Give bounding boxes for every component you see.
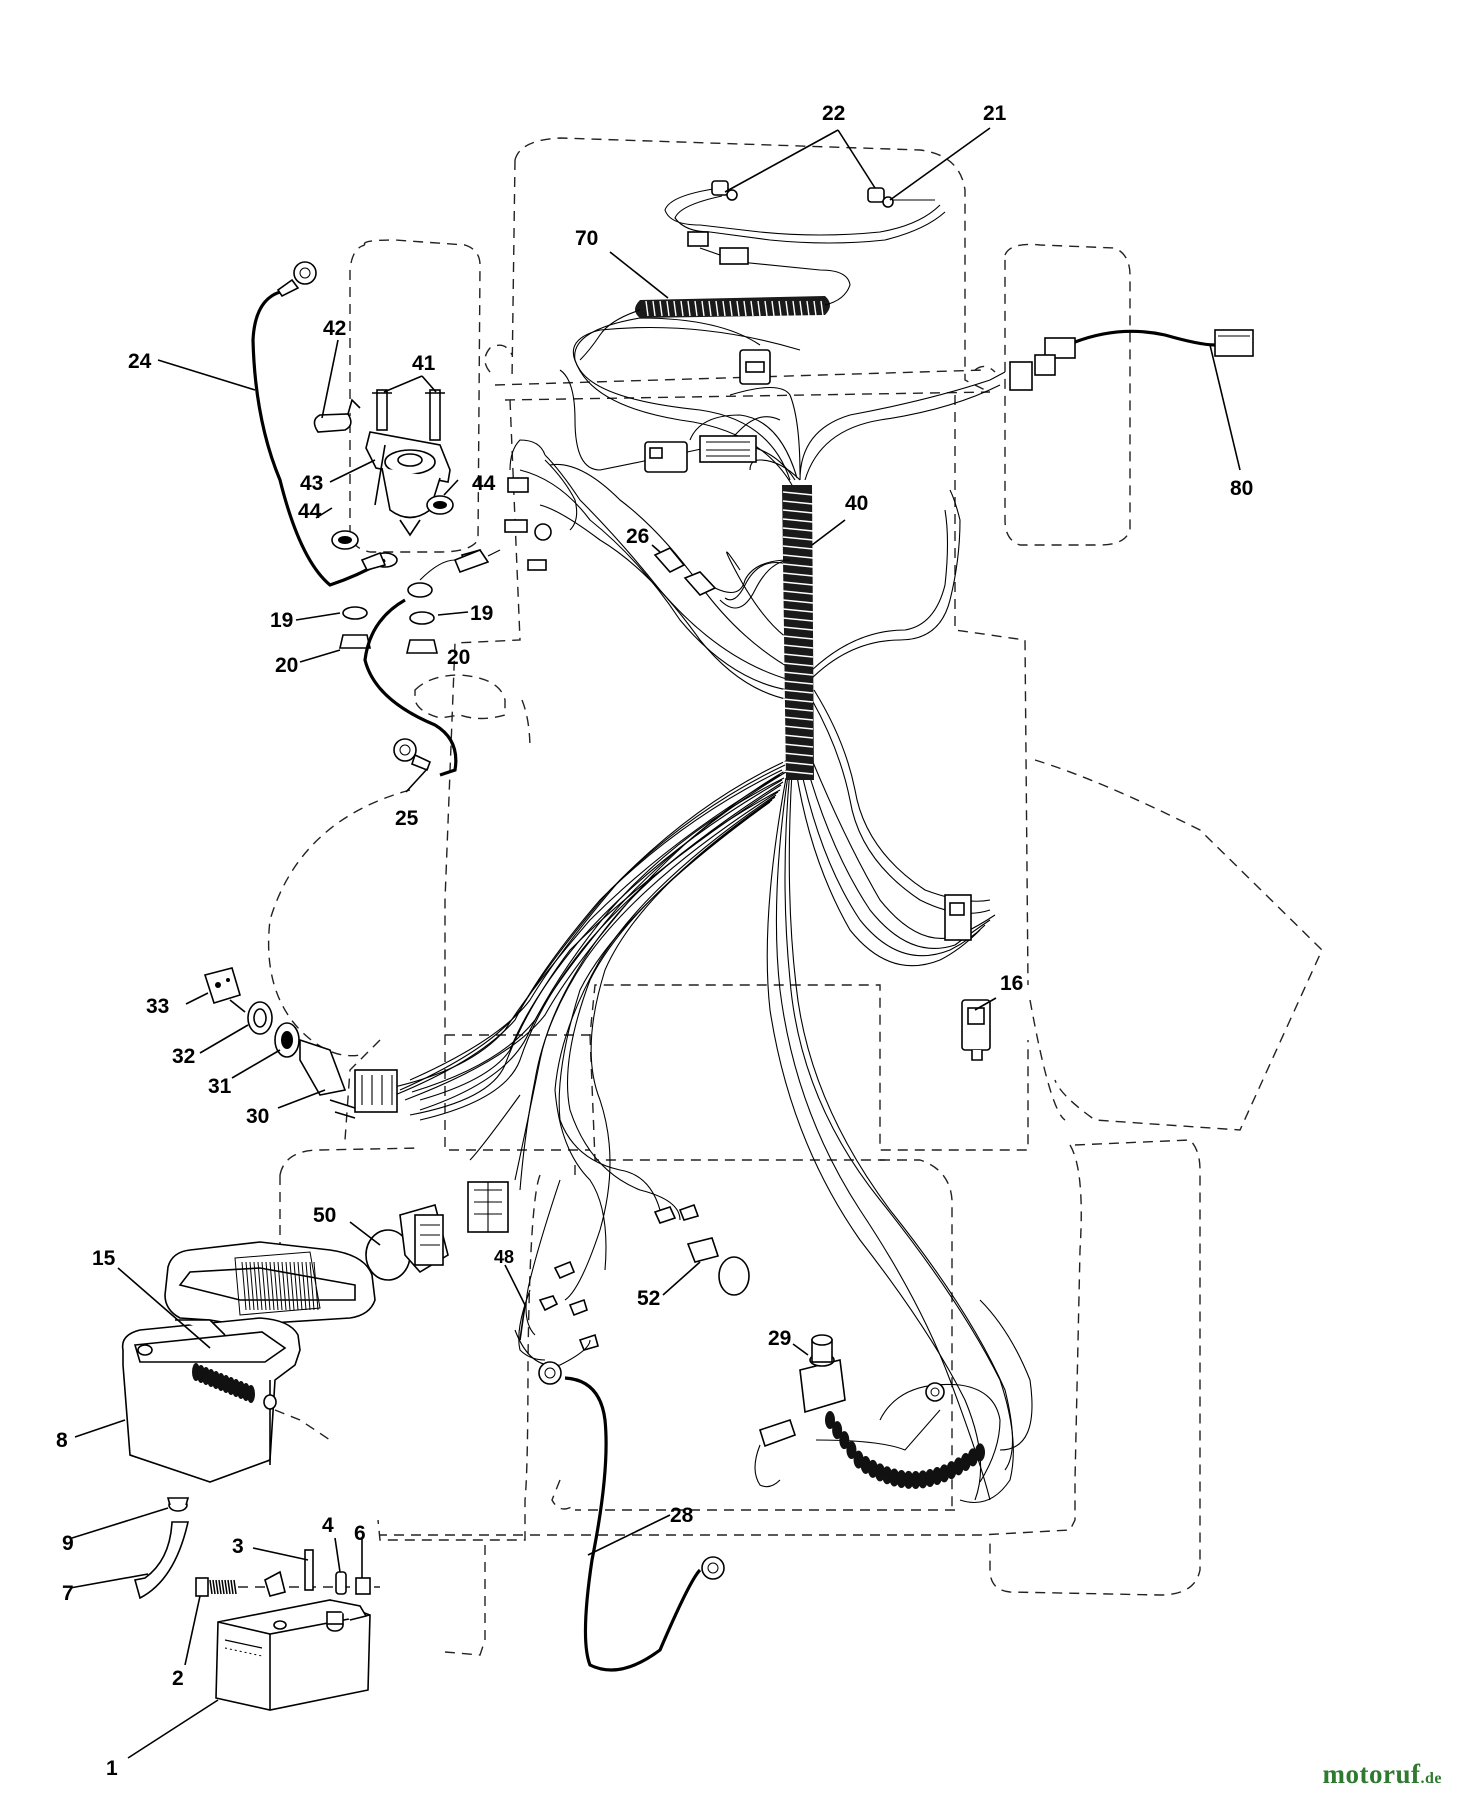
callout-labels: 22 21 70 24 42 41 43 44 44 19 19 20 20 2… xyxy=(56,102,1253,1780)
callout-4: 4 xyxy=(322,1514,334,1537)
watermark-tld: .de xyxy=(1420,1770,1442,1787)
callout-52: 52 xyxy=(637,1287,660,1310)
hose-assembly xyxy=(133,1497,190,1600)
callout-70: 70 xyxy=(575,227,598,250)
harness-wires xyxy=(389,317,1014,1504)
leader-lines xyxy=(69,127,1241,1759)
solenoid-assembly xyxy=(313,389,501,654)
terminals-48-52 xyxy=(514,1203,750,1367)
callout-33: 33 xyxy=(146,995,169,1018)
callout-2: 2 xyxy=(172,1667,184,1690)
battery-cables xyxy=(251,261,458,777)
callout-42: 42 xyxy=(323,317,346,340)
ignition-assembly xyxy=(203,967,398,1119)
callout-28: 28 xyxy=(670,1504,694,1527)
callout-31: 31 xyxy=(208,1075,232,1098)
callout-25: 25 xyxy=(395,807,419,830)
callout-44b: 44 xyxy=(472,472,496,495)
callout-19b: 19 xyxy=(470,602,493,625)
callout-20a: 20 xyxy=(275,654,298,677)
callout-24: 24 xyxy=(128,350,152,373)
callout-41: 41 xyxy=(412,352,436,375)
chassis-outline xyxy=(267,137,1323,1656)
callout-50: 50 xyxy=(313,1204,336,1227)
callout-9: 9 xyxy=(62,1532,74,1555)
callout-7: 7 xyxy=(62,1582,74,1605)
connector-26-assembly xyxy=(653,547,791,596)
callout-16: 16 xyxy=(1000,972,1023,995)
callout-44a: 44 xyxy=(298,500,322,523)
callout-21: 21 xyxy=(983,102,1007,125)
callout-48: 48 xyxy=(494,1247,514,1267)
switch-50-assembly xyxy=(365,1181,509,1281)
callout-26: 26 xyxy=(626,525,649,548)
callout-3: 3 xyxy=(232,1535,244,1558)
callout-32: 32 xyxy=(172,1045,195,1068)
battery-1 xyxy=(215,1599,371,1711)
ground-cable-28 xyxy=(538,1361,725,1672)
callout-15: 15 xyxy=(92,1247,116,1270)
callout-40: 40 xyxy=(845,492,868,515)
callout-22: 22 xyxy=(822,102,845,125)
callout-19a: 19 xyxy=(270,609,293,632)
solenoid-29-assembly xyxy=(754,1299,1033,1489)
headlight-harness xyxy=(664,180,946,265)
harness-conduit xyxy=(782,485,814,780)
callout-43: 43 xyxy=(300,472,323,495)
watermark-logo: motoruf.de xyxy=(1323,1759,1442,1790)
callout-29: 29 xyxy=(768,1327,791,1350)
watermark-name: motoruf xyxy=(1322,1759,1421,1789)
callout-6: 6 xyxy=(354,1522,366,1545)
battery-hardware xyxy=(195,1549,380,1597)
battery-box-assembly xyxy=(121,1241,376,1483)
connector-16-assembly xyxy=(944,894,991,1061)
callout-1: 1 xyxy=(106,1757,118,1780)
callout-80: 80 xyxy=(1230,477,1253,500)
connector-80-assembly xyxy=(1009,329,1254,391)
coil-70 xyxy=(579,247,851,361)
callout-20b: 20 xyxy=(447,646,470,669)
top-connectors xyxy=(460,349,771,571)
callout-8: 8 xyxy=(56,1429,68,1452)
callout-30: 30 xyxy=(246,1105,269,1128)
